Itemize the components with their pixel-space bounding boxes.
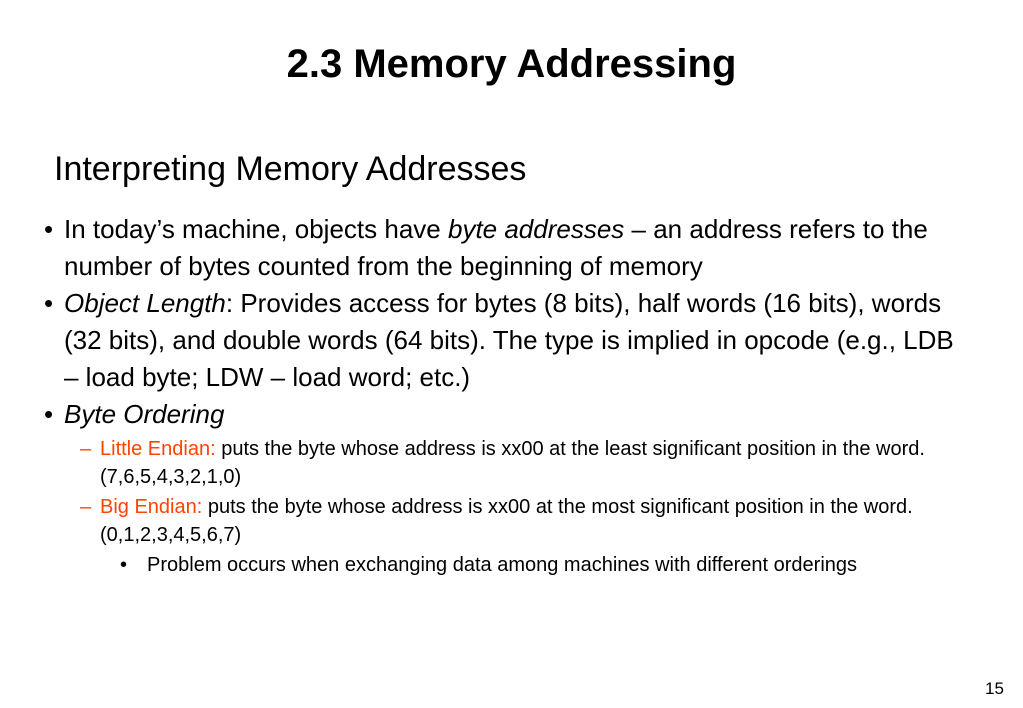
term-little-endian: Little Endian:: [100, 438, 216, 460]
bullet-byte-addresses: • In today’s machine, objects have byte a…: [0, 211, 964, 285]
slide-title: 2.3 Memory Addressing: [286, 42, 737, 86]
bullet-marker: •: [44, 288, 54, 318]
bullet-text-after: – an address refers to the number of byt…: [64, 214, 928, 281]
sub-bullet-text: puts the byte whose address is xx00 at t…: [100, 496, 913, 546]
sub-bullet-big-endian: –Big Endian: puts the byte whose address…: [0, 493, 992, 549]
slide-body: • In today’s machine, objects have byte a…: [0, 211, 1023, 579]
sub-sub-bullet-problem: • Problem occurs when exchanging data amo…: [0, 551, 1007, 579]
bullet-object-length: • Object Length: Provides access for byte…: [0, 285, 964, 396]
dash-marker: –: [80, 496, 92, 518]
bullet-marker: •: [120, 554, 128, 576]
section-heading: Interpreting Memory Addresses: [54, 150, 527, 188]
sub-bullet-text: puts the byte whose address is xx00 at t…: [100, 438, 925, 488]
sub-bullet-little-endian: –Little Endian: puts the byte whose addr…: [0, 435, 992, 491]
dash-marker: –: [80, 438, 92, 460]
bullet-emphasis: byte addresses: [447, 214, 625, 244]
page-number: 15: [985, 679, 1004, 698]
bullet-emphasis: Object Length: [64, 288, 226, 318]
bullet-marker: •: [44, 214, 54, 244]
bullet-text-after: : Provides access for bytes (8 bits), ha…: [64, 288, 954, 392]
bullet-marker: •: [44, 399, 54, 429]
bullet-byte-ordering: • Byte Ordering: [0, 396, 964, 433]
sub-sub-bullet-text: Problem occurs when exchanging data amon…: [147, 554, 858, 576]
term-big-endian: Big Endian:: [100, 496, 203, 518]
bullet-emphasis: Byte Ordering: [64, 399, 225, 429]
bullet-text-before: In today’s machine, objects have: [64, 214, 448, 244]
